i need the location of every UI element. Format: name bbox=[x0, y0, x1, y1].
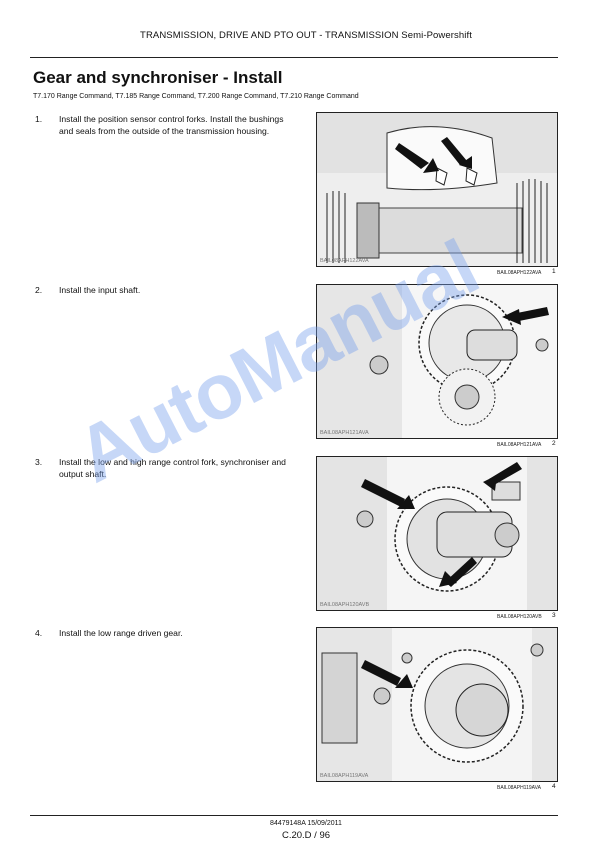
step-number: 2. bbox=[35, 285, 43, 295]
page-title: Gear and synchroniser - Install bbox=[33, 68, 283, 87]
figure-code: BAIL08APH121AVA bbox=[320, 430, 369, 436]
figure-caption: BAIL08APH121AVA bbox=[497, 442, 542, 448]
step-text: Install the low and high range control f… bbox=[59, 457, 286, 479]
figure-number: 3 bbox=[552, 612, 556, 619]
step-text: Install the position sensor control fork… bbox=[59, 114, 284, 136]
figure-1-photo: BAIL08APH122AVA bbox=[316, 112, 558, 267]
figure-caption: BAIL08APH120AVB bbox=[497, 614, 542, 620]
document-id: 84479148A 15/09/2011 bbox=[270, 820, 342, 827]
step-text: Install the input shaft. bbox=[59, 285, 141, 295]
figure-number: 1 bbox=[552, 268, 556, 275]
figure-number: 4 bbox=[552, 783, 556, 790]
figure-code: BAIL08APH122AVA bbox=[320, 258, 369, 264]
figure-4-photo: BAIL08APH119AVA bbox=[316, 627, 558, 782]
footer-rule bbox=[30, 815, 558, 816]
step-text: Install the low range driven gear. bbox=[59, 628, 183, 638]
figure-number: 2 bbox=[552, 440, 556, 447]
header-rule bbox=[30, 57, 558, 58]
page-number: C.20.D / 96 bbox=[281, 830, 331, 841]
figure-3-photo: BAIL08APH120AVB bbox=[316, 456, 558, 611]
figure-2-photo: BAIL08APH121AVA bbox=[316, 284, 558, 439]
figure-code: BAIL08APH119AVA bbox=[320, 773, 369, 779]
running-header: TRANSMISSION, DRIVE AND PTO OUT - TRANSM… bbox=[140, 30, 472, 41]
step-number: 4. bbox=[35, 628, 43, 638]
figure-caption: BAIL08APH122AVA bbox=[497, 270, 542, 276]
step-number: 3. bbox=[35, 457, 43, 467]
figure-caption: BAIL08APH119AVA bbox=[497, 785, 541, 791]
step-number: 1. bbox=[35, 114, 43, 124]
model-applicability: T7.170 Range Command, T7.185 Range Comma… bbox=[33, 93, 359, 100]
figure-code: BAIL08APH120AVB bbox=[320, 602, 370, 608]
